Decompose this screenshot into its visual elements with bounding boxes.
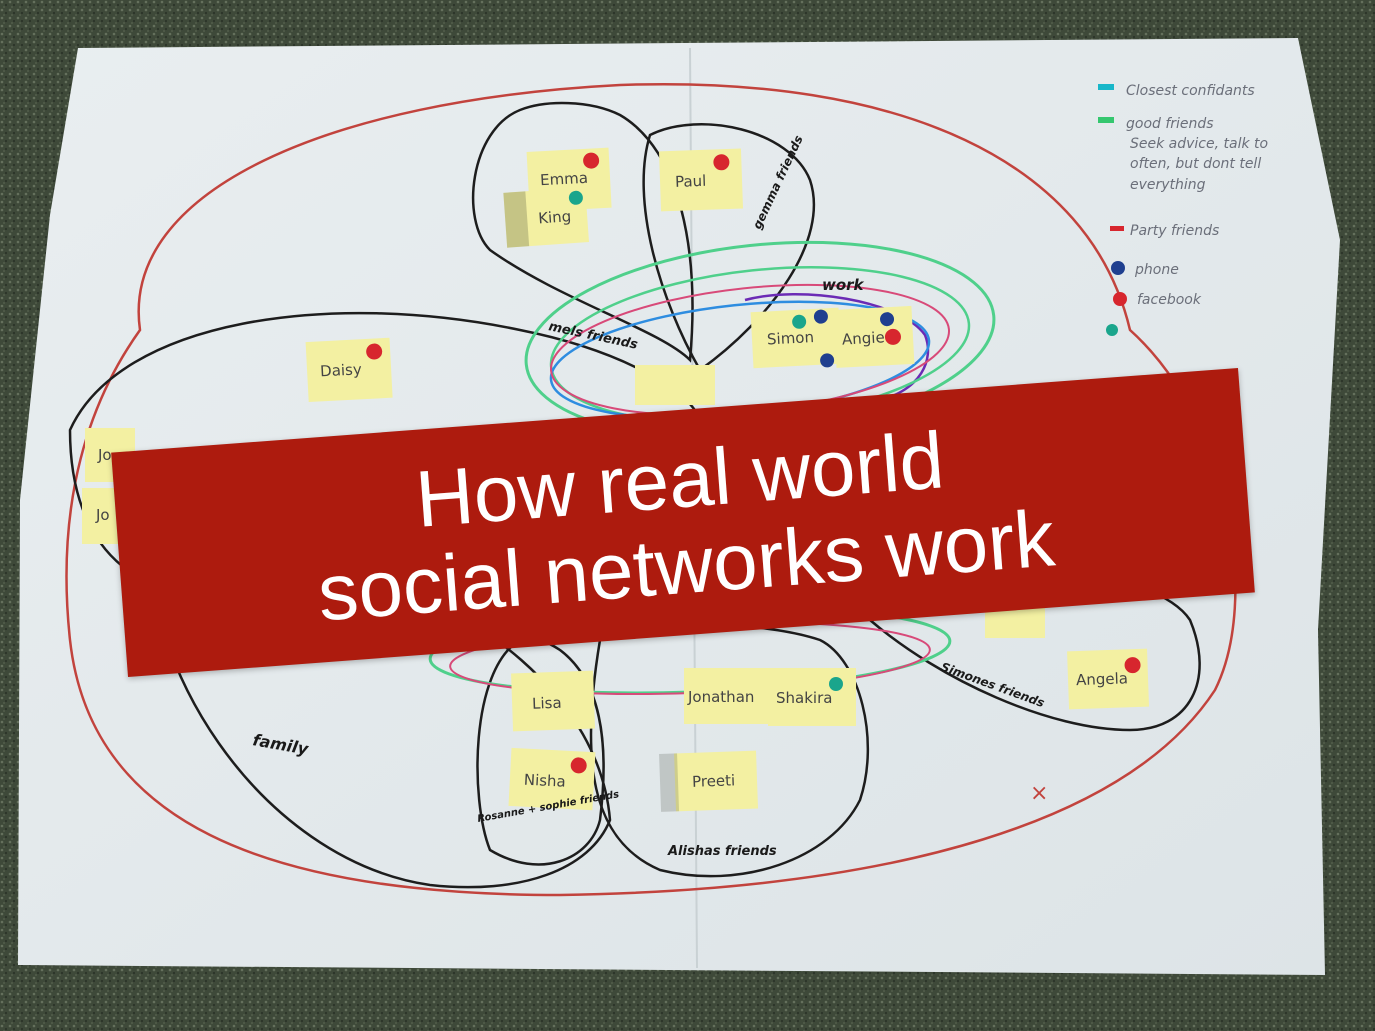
red-dot-icon xyxy=(1124,657,1141,674)
legend-good-1: good friends xyxy=(1126,116,1214,132)
note-label-jo-1: Jo xyxy=(97,446,112,464)
red-dot-icon xyxy=(366,343,383,360)
note-label-angie: Angie xyxy=(842,328,886,348)
note-label-daisy: Daisy xyxy=(320,360,363,380)
sticky-note-paul: Paul xyxy=(658,148,744,212)
sticky-note-simon: Simon xyxy=(750,307,842,369)
red-dot-icon xyxy=(884,328,901,345)
legend-party: Party friends xyxy=(1130,223,1219,239)
note-label-nisha: Nisha xyxy=(523,771,566,791)
legend-facebook: facebook xyxy=(1137,292,1202,308)
legend-good-4: everything xyxy=(1130,177,1206,193)
red-dot-icon xyxy=(1113,292,1127,306)
cross-mark: × xyxy=(1030,781,1048,806)
teal-swatch-icon xyxy=(1098,84,1114,90)
blue-dot-icon xyxy=(820,353,835,368)
legend-good-3: often, but dont tell xyxy=(1130,156,1261,172)
note-label-angela: Angela xyxy=(1076,669,1128,689)
red-dot-icon xyxy=(713,154,730,171)
note-label-emma: Emma xyxy=(540,169,589,189)
legend: Closest confidants good friends Seek adv… xyxy=(1098,83,1268,336)
party-friends-outline xyxy=(65,83,1237,897)
teal-dot-icon xyxy=(1106,324,1118,336)
red-dot-icon xyxy=(583,152,600,169)
sticky-note-preeti: Preeti xyxy=(659,750,759,812)
sticky-note-king: King xyxy=(503,187,589,248)
blue-dot-icon xyxy=(1111,261,1125,275)
sticky-note-jonathan: Jonathan xyxy=(684,668,768,724)
legend-good-2: Seek advice, talk to xyxy=(1130,136,1268,152)
rosanne-sophie-friends-outline xyxy=(476,637,605,866)
blue-dot-icon xyxy=(880,312,895,327)
note-label-paul: Paul xyxy=(675,172,707,191)
note-label-jonathan: Jonathan xyxy=(687,688,754,706)
teal-dot-icon xyxy=(829,677,843,691)
note-label-jo-2: Jo xyxy=(95,506,110,524)
note-label-shakira: Shakira xyxy=(776,689,832,707)
blue-dot-icon xyxy=(813,309,828,324)
sticky-note-shakira: Shakira xyxy=(768,668,856,726)
sticky-note-lisa: Lisa xyxy=(511,670,596,732)
green-swatch-icon xyxy=(1098,117,1114,123)
note-label-king: King xyxy=(538,207,572,227)
gemma-friends-outline xyxy=(471,101,694,363)
sticky-note-daisy: Daisy xyxy=(305,337,393,403)
sticky-note-nisha: Nisha xyxy=(508,747,596,811)
note-label-preeti: Preeti xyxy=(692,771,736,790)
note-label-lisa: Lisa xyxy=(532,694,562,713)
legend-phone: phone xyxy=(1134,262,1179,278)
note-label-simon: Simon xyxy=(767,328,815,348)
sticky-note-angie: Angie xyxy=(820,305,915,368)
red-swatch-icon xyxy=(1110,226,1124,231)
sticky-note-partial xyxy=(635,365,715,405)
teal-dot-icon xyxy=(568,190,583,205)
red-dot-icon xyxy=(570,757,587,774)
label-alishas-friends: Alishas friends xyxy=(667,844,777,859)
legend-closest: Closest confidants xyxy=(1126,83,1255,99)
label-work: work xyxy=(822,276,865,294)
teal-dot-icon xyxy=(792,314,807,329)
sticky-note-angela: Angela xyxy=(1067,648,1150,710)
